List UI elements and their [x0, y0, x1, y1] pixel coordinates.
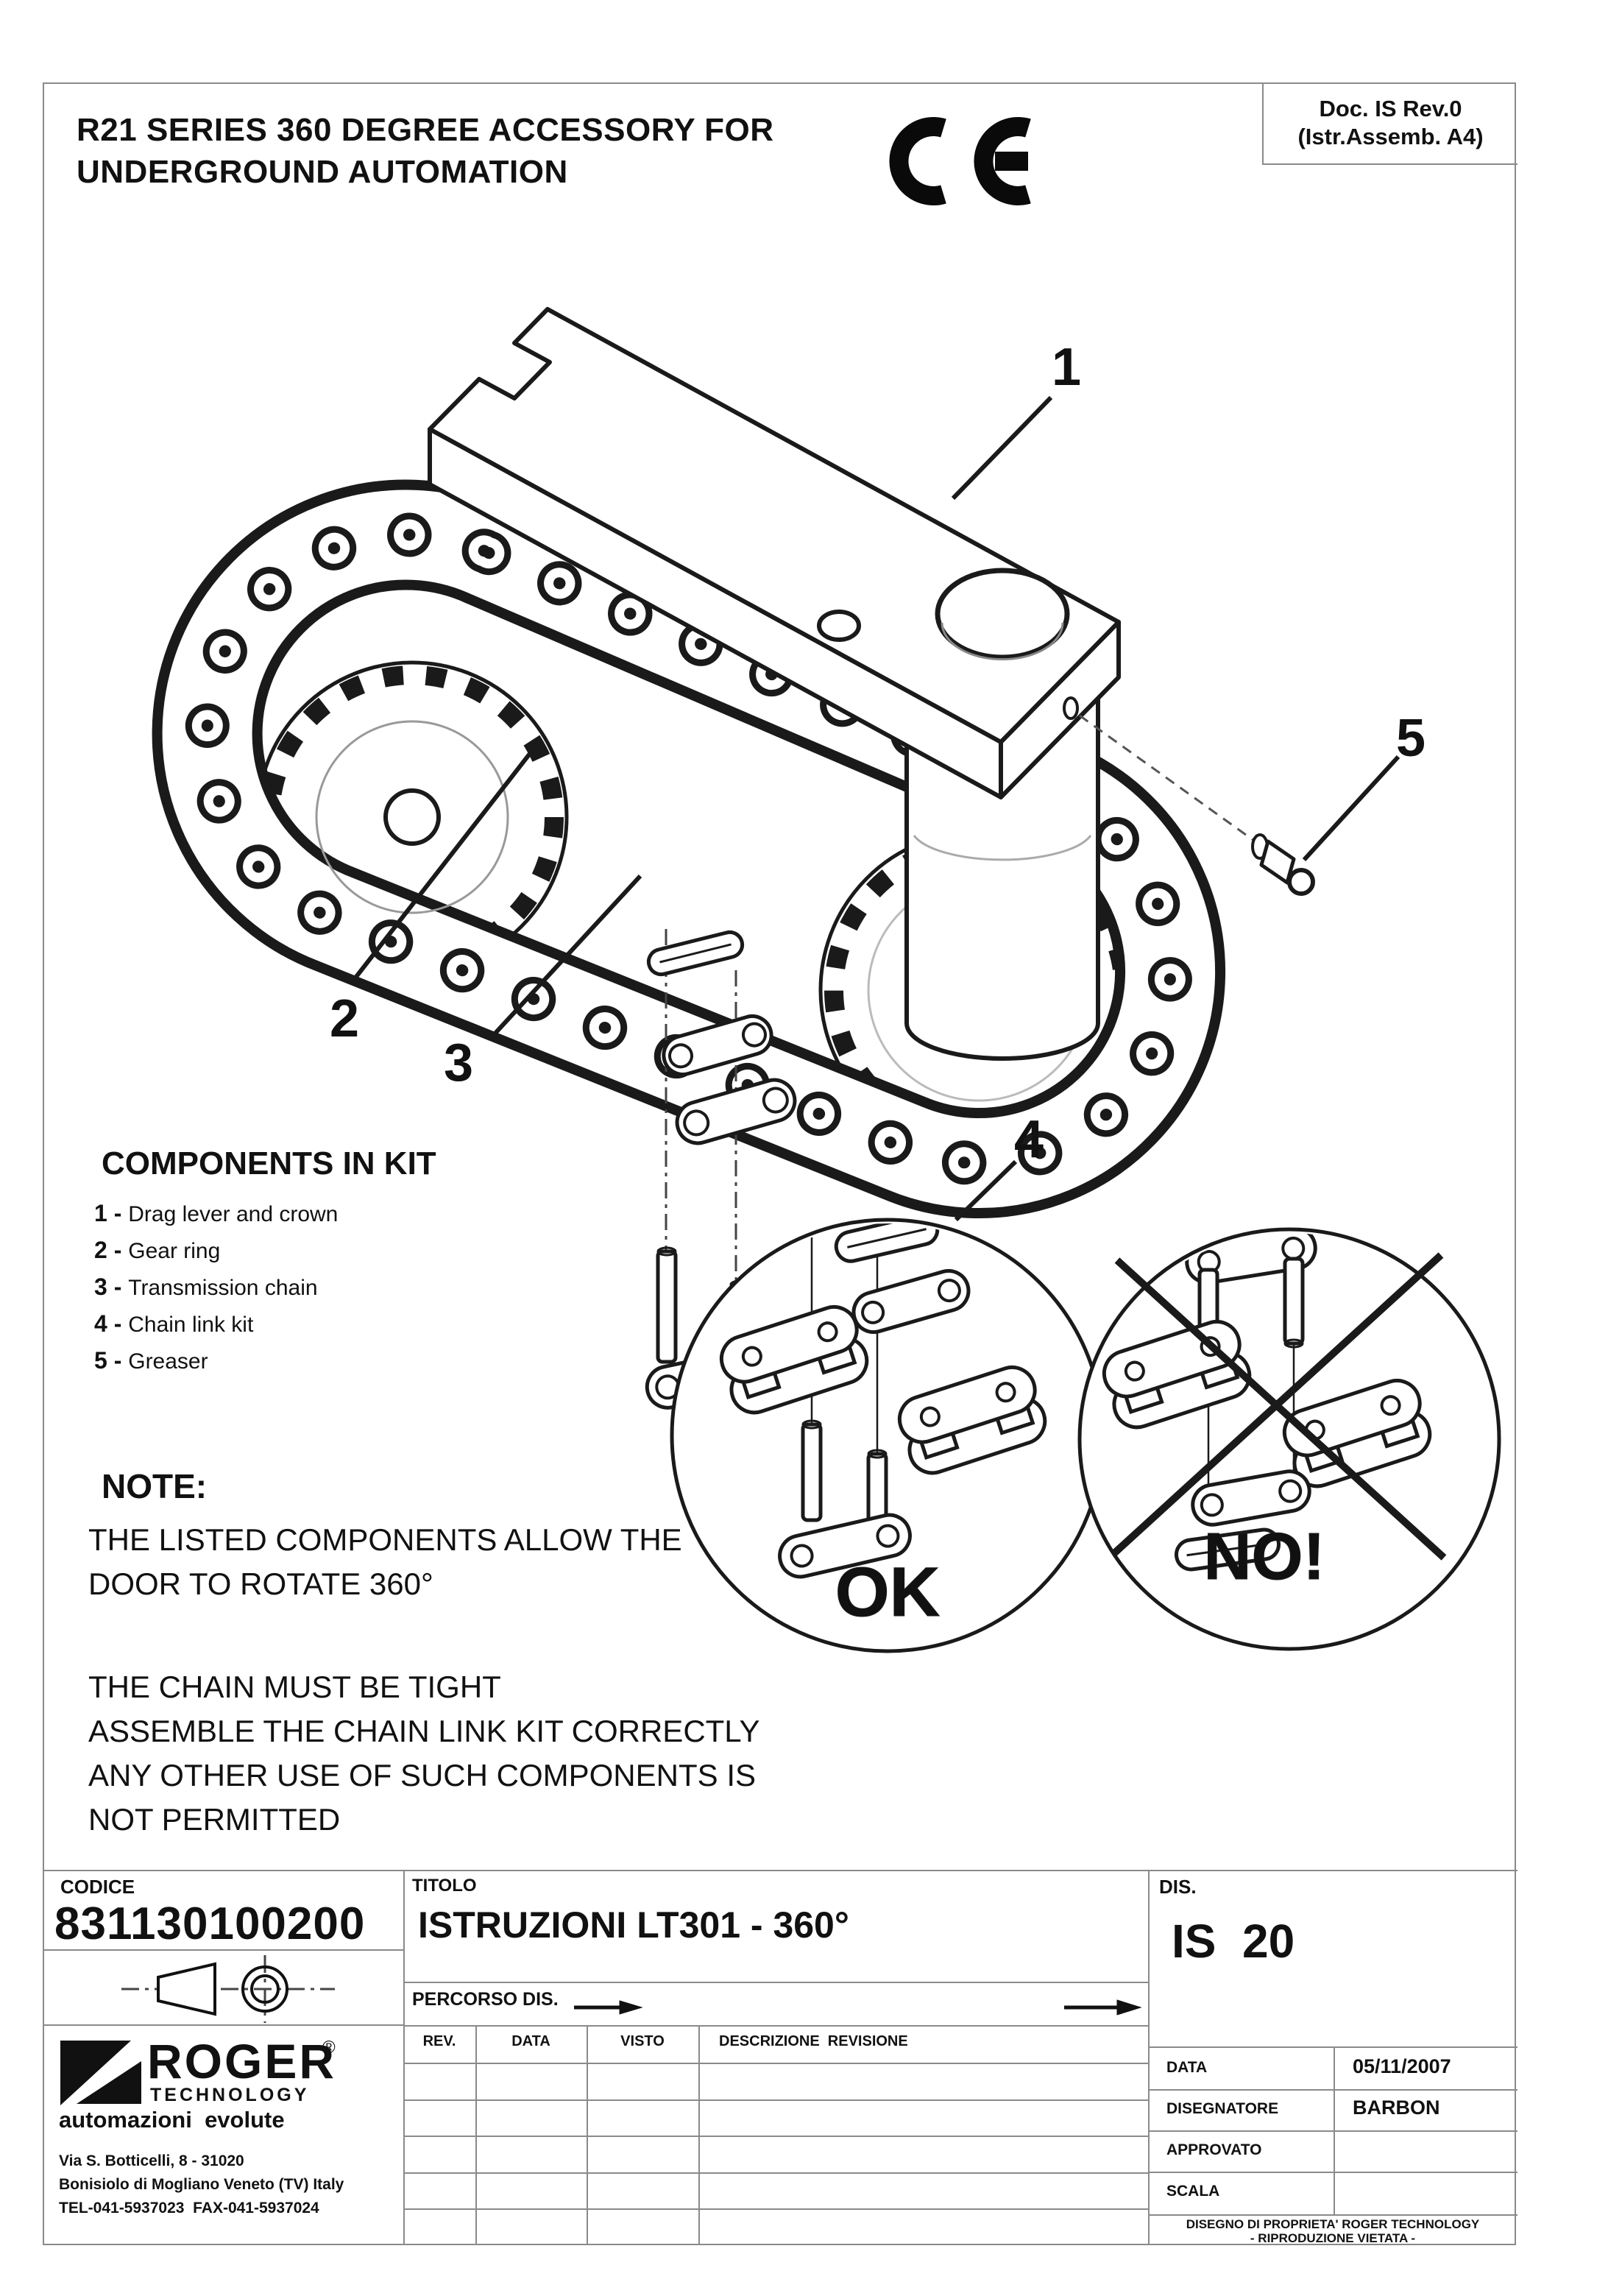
grid-line [587, 2025, 588, 2245]
info-row-label: SCALA [1166, 2183, 1220, 2200]
grid-line [698, 2025, 700, 2245]
grid-line [1148, 2172, 1517, 2173]
company-address1: Via S. Botticelli, 8 - 31020 [59, 2152, 244, 2169]
company-address3: TEL-041-5937023 FAX-041-5937024 [59, 2200, 319, 2216]
company-tagline: automazioni evolute [59, 2107, 285, 2133]
doc-revision-box: Doc. IS Rev.0 (Istr.Assemb. A4) [1262, 82, 1517, 165]
grid-line [403, 2063, 1148, 2064]
note-text: NOT PERMITTED [88, 1802, 341, 1837]
titolo-value: ISTRUZIONI LT301 - 360° [418, 1904, 849, 1946]
grid-line [475, 2025, 477, 2245]
grid-line [43, 2024, 403, 2026]
grid-line [1148, 2089, 1517, 2091]
info-row-label: DATA [1166, 2059, 1208, 2076]
note-text: DOOR TO ROTATE 360° [88, 1566, 433, 1601]
note-text: THE LISTED COMPONENTS ALLOW THE [88, 1522, 682, 1557]
list-item: 4 - Chain link kit [94, 1310, 253, 1338]
list-item: 1 - Drag lever and crown [94, 1200, 338, 1227]
note-text: ANY OTHER USE OF SUCH COMPONENTS IS [88, 1758, 756, 1792]
grid-line [1148, 2130, 1517, 2132]
grid-line [43, 1870, 1517, 1871]
property-notice-line2: - RIPRODUZIONE VIETATA - [1250, 2231, 1416, 2245]
info-row-value: 05/11/2007 [1353, 2055, 1451, 2077]
dis-value: IS 20 [1172, 1915, 1295, 1968]
item-label: Drag lever and crown [128, 1202, 339, 1226]
codice-value: 831130100200 [54, 1898, 366, 1949]
list-item: 5 - Greaser [94, 1347, 208, 1374]
item-number: 2 [94, 1237, 107, 1263]
info-row-value: BARBON [1353, 2097, 1440, 2119]
note-text: ASSEMBLE THE CHAIN LINK KIT CORRECTLY [88, 1714, 760, 1748]
titolo-label: TITOLO [412, 1876, 477, 1896]
item-separator: - [107, 1310, 129, 1337]
note-heading: NOTE: [102, 1467, 208, 1505]
grid-line [403, 2099, 1148, 2101]
company-sub: TECHNOLOGY [150, 2085, 310, 2105]
visto-column-header: VISTO [620, 2033, 665, 2049]
property-notice-line1: DISEGNO DI PROPRIETA' ROGER TECHNOLOGY [1186, 2217, 1480, 2231]
item-number: 3 [94, 1274, 107, 1300]
descrizione-column-header: DESCRIZIONE REVISIONE [719, 2033, 908, 2049]
grid-line [43, 1949, 403, 1951]
grid-line [1148, 2046, 1517, 2048]
company-name: ROGER [147, 2034, 337, 2088]
item-separator: - [107, 1274, 129, 1300]
grid-line [403, 2025, 1148, 2027]
item-label: Chain link kit [128, 1313, 254, 1337]
grid-line [403, 1870, 405, 2245]
dis-label: DIS. [1159, 1876, 1197, 1898]
grid-line [1148, 2214, 1517, 2216]
rev-column-header: REV. [422, 2033, 456, 2049]
page-title-line1: R21 SERIES 360 DEGREE ACCESSORY FOR [77, 112, 774, 148]
grid-line [403, 2136, 1148, 2137]
item-separator: - [107, 1347, 129, 1374]
info-row-label: DISEGNATORE [1166, 2100, 1279, 2117]
grid-line [403, 2172, 1148, 2174]
item-label: Gear ring [128, 1239, 221, 1263]
doc-revision-line2: (Istr.Assemb. A4) [1297, 124, 1484, 149]
doc-revision-line1: Doc. IS Rev.0 [1319, 96, 1462, 121]
data-column-header: DATA [511, 2033, 550, 2049]
item-separator: - [107, 1200, 129, 1226]
item-number: 1 [94, 1200, 107, 1226]
note-text: THE CHAIN MUST BE TIGHT [88, 1670, 501, 1704]
item-number: 5 [94, 1347, 107, 1374]
page-title-line2: UNDERGROUND AUTOMATION [77, 154, 568, 190]
info-row-label: APPROVATO [1166, 2141, 1262, 2158]
item-label: Transmission chain [128, 1276, 318, 1300]
grid-line [403, 2208, 1148, 2210]
page-frame [43, 82, 1516, 2245]
item-number: 4 [94, 1310, 107, 1337]
grid-line [1148, 1870, 1150, 2245]
percorso-label: PERCORSO DIS. [412, 1989, 559, 2010]
grid-line [403, 1982, 1148, 1983]
registered-mark: ® [322, 2038, 336, 2057]
list-item: 2 - Gear ring [94, 1237, 220, 1264]
grid-line [1334, 2046, 1335, 2214]
item-separator: - [107, 1237, 129, 1263]
company-address2: Bonisiolo di Mogliano Veneto (TV) Italy [59, 2176, 344, 2193]
item-label: Greaser [128, 1349, 208, 1374]
list-item: 3 - Transmission chain [94, 1274, 318, 1301]
codice-label: CODICE [60, 1876, 135, 1898]
components-heading: COMPONENTS IN KIT [102, 1145, 436, 1181]
